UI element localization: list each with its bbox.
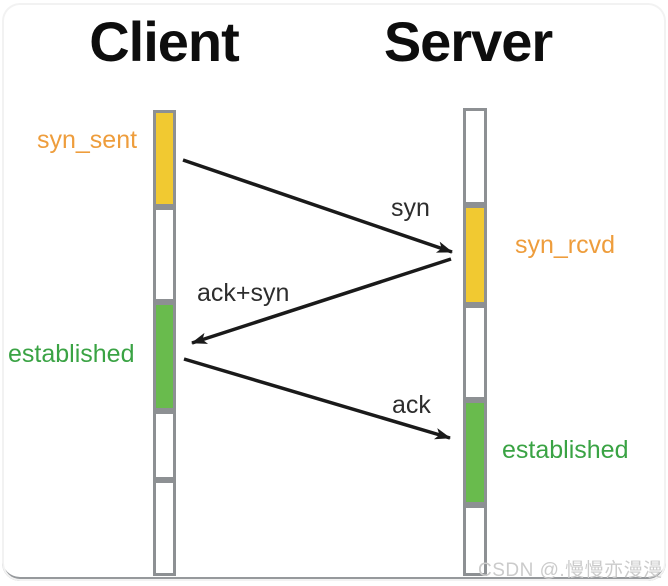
diagram-card xyxy=(2,3,666,581)
message-ack-syn-label: ack+syn xyxy=(197,279,290,307)
server-segment-established xyxy=(463,400,487,505)
server-segment-syn-rcvd xyxy=(463,205,487,305)
server-segment-idle-3 xyxy=(463,505,487,576)
server-segment-idle-1 xyxy=(463,108,487,205)
client-segment-idle-1 xyxy=(153,207,176,302)
message-ack-label: ack xyxy=(392,391,431,419)
server-title: Server xyxy=(383,10,553,73)
client-segment-syn-sent xyxy=(153,110,176,207)
server-lifeline xyxy=(463,108,487,576)
client-segment-idle-2 xyxy=(153,411,176,480)
server-segment-idle-2 xyxy=(463,305,487,400)
client-title: Client xyxy=(89,10,240,73)
client-state-established-label: established xyxy=(8,340,135,368)
csdn-watermark: CSDN @.慢慢亦漫漫 xyxy=(478,560,663,581)
server-state-established-label: established xyxy=(502,436,629,464)
message-syn-label: syn xyxy=(391,194,430,222)
client-state-syn-sent-label: syn_sent xyxy=(37,126,138,154)
client-segment-established xyxy=(153,302,176,411)
client-lifeline xyxy=(153,110,176,576)
server-state-syn-rcvd-label: syn_rcvd xyxy=(515,231,616,259)
client-segment-idle-3 xyxy=(153,480,176,576)
